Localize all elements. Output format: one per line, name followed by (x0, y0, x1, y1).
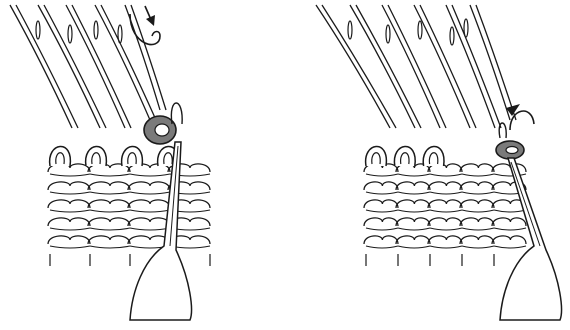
highlighted-loop-hole (155, 124, 169, 136)
fabric (362, 158, 532, 258)
stitch-loop (86, 146, 107, 166)
yarn-strand (414, 5, 470, 128)
stitch-loop (394, 146, 415, 166)
strand-eyelet (94, 21, 98, 39)
strand-eyelet (464, 19, 468, 37)
strand-eyelet (386, 25, 390, 43)
stitch-loop (423, 146, 444, 166)
fabric (46, 158, 216, 258)
yarn-strand (95, 5, 150, 120)
yarn-strand (72, 5, 131, 128)
strand-eyelet (118, 25, 122, 43)
stitch-loop (122, 146, 143, 166)
strand-eyelet (36, 21, 40, 39)
yarn-strand (10, 5, 72, 128)
strand-eyelet (348, 21, 352, 39)
yarn-strand (476, 5, 516, 120)
yarn-strand (356, 5, 421, 128)
yarn-strand (16, 5, 78, 128)
yarn-strand (382, 5, 440, 128)
panel-left (10, 5, 216, 320)
strand-eyelet (450, 27, 454, 45)
stitch-loop (50, 146, 71, 166)
stitch-loop (366, 146, 387, 166)
yarn-strand (388, 5, 446, 128)
panel-right (316, 5, 561, 320)
strand-eyelet (418, 21, 422, 39)
yarn-strand (316, 5, 390, 128)
yarn-strand (446, 5, 495, 128)
highlighted-loop-hole (506, 147, 518, 154)
upright-loop (499, 123, 506, 138)
yarn-strand (101, 5, 156, 120)
yarn-strand (322, 5, 396, 128)
strand-eyelet (68, 25, 72, 43)
yarn-strand (66, 5, 125, 128)
